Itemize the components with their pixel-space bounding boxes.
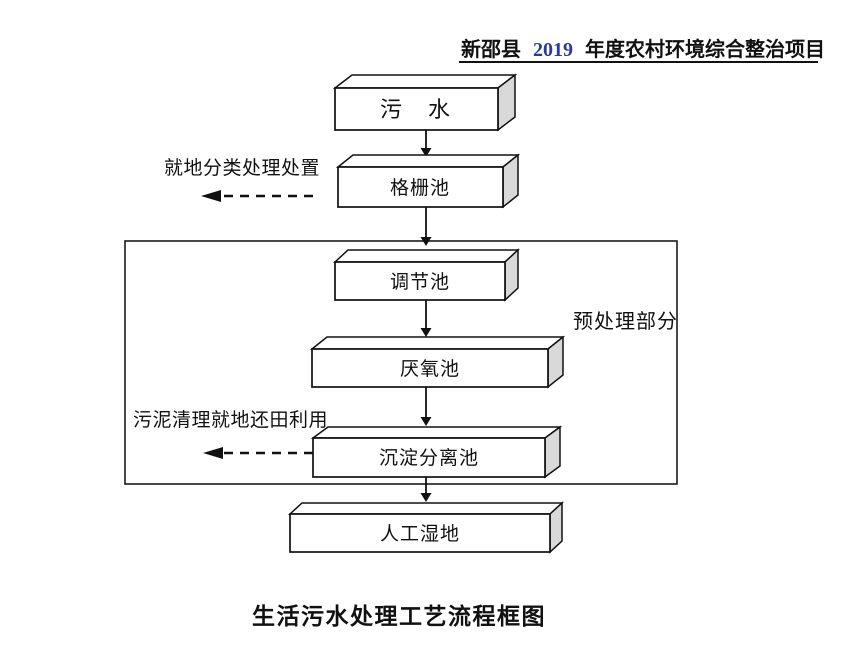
- box-top-face: [288, 502, 564, 515]
- document-title-suffix: 年度农村环境综合整治项目: [585, 37, 825, 61]
- arrow-head: [420, 237, 432, 246]
- document-title: 新邵县 2019 年度农村环境综合整治项目: [461, 37, 825, 61]
- box-top-face: [309, 336, 566, 350]
- box-front-face: [312, 437, 546, 478]
- flow-node-label: 沉淀分离池: [379, 447, 479, 469]
- flow-arrow-grid-to-regulating: [420, 207, 432, 246]
- branch-label-sludge-reuse: 污泥清理就地还田利用: [133, 409, 328, 431]
- box-front-face: [337, 166, 504, 208]
- flow-node-label: 污 水: [380, 97, 452, 122]
- document-title-year: 2019: [533, 39, 573, 61]
- arrow-head: [420, 417, 432, 426]
- box-top-face: [310, 426, 563, 439]
- box-front-face: [334, 87, 499, 131]
- box-top-face: [333, 249, 520, 263]
- flow-node-sedimentation-separation-pool: 沉淀分离池: [310, 425, 563, 479]
- flow-arrow-sewage-to-grid: [420, 130, 432, 157]
- flow-arrow-regulating-to-anaerobic: [420, 300, 432, 337]
- pretreatment-region-label: 预处理部分: [573, 310, 678, 333]
- pretreatment-region-box: [124, 240, 678, 485]
- box-top-face: [332, 74, 518, 89]
- branch-onsite-disposal: 就地分类处理处置: [164, 157, 320, 202]
- branch-label-onsite-disposal: 就地分类处理处置: [164, 157, 320, 179]
- box-front-face: [311, 348, 549, 388]
- dashed-arrow-head: [201, 190, 221, 202]
- arrow-head: [420, 493, 432, 502]
- box-front-face: [289, 513, 551, 553]
- box-top-face: [335, 154, 521, 168]
- flow-node-label: 厌氧池: [400, 358, 460, 380]
- flow-node-anaerobic-pool: 厌氧池: [309, 335, 566, 389]
- document-title-prefix: 新邵县: [461, 37, 521, 61]
- flow-arrow-anaerobic-to-sedimentation: [420, 387, 432, 426]
- arrow-head: [420, 148, 432, 157]
- dashed-arrow-head: [203, 447, 223, 459]
- flow-node-sewage: 污 水: [332, 73, 518, 132]
- box-front-face: [334, 261, 506, 301]
- flow-node-regulating-pool: 调节池: [333, 248, 520, 302]
- flow-arrow-sedimentation-to-wetland: [420, 477, 432, 502]
- diagram-caption: 生活污水处理工艺流程框图: [252, 603, 546, 629]
- flow-node-label: 调节池: [390, 271, 450, 293]
- flow-node-grid-pool: 格栅池: [335, 153, 521, 209]
- arrow-head: [420, 328, 432, 337]
- flow-node-label: 人工湿地: [380, 523, 460, 545]
- branch-sludge-reuse: 污泥清理就地还田利用: [133, 409, 328, 459]
- flow-node-constructed-wetland: 人工湿地: [288, 501, 564, 554]
- flow-node-label: 格栅池: [390, 177, 450, 199]
